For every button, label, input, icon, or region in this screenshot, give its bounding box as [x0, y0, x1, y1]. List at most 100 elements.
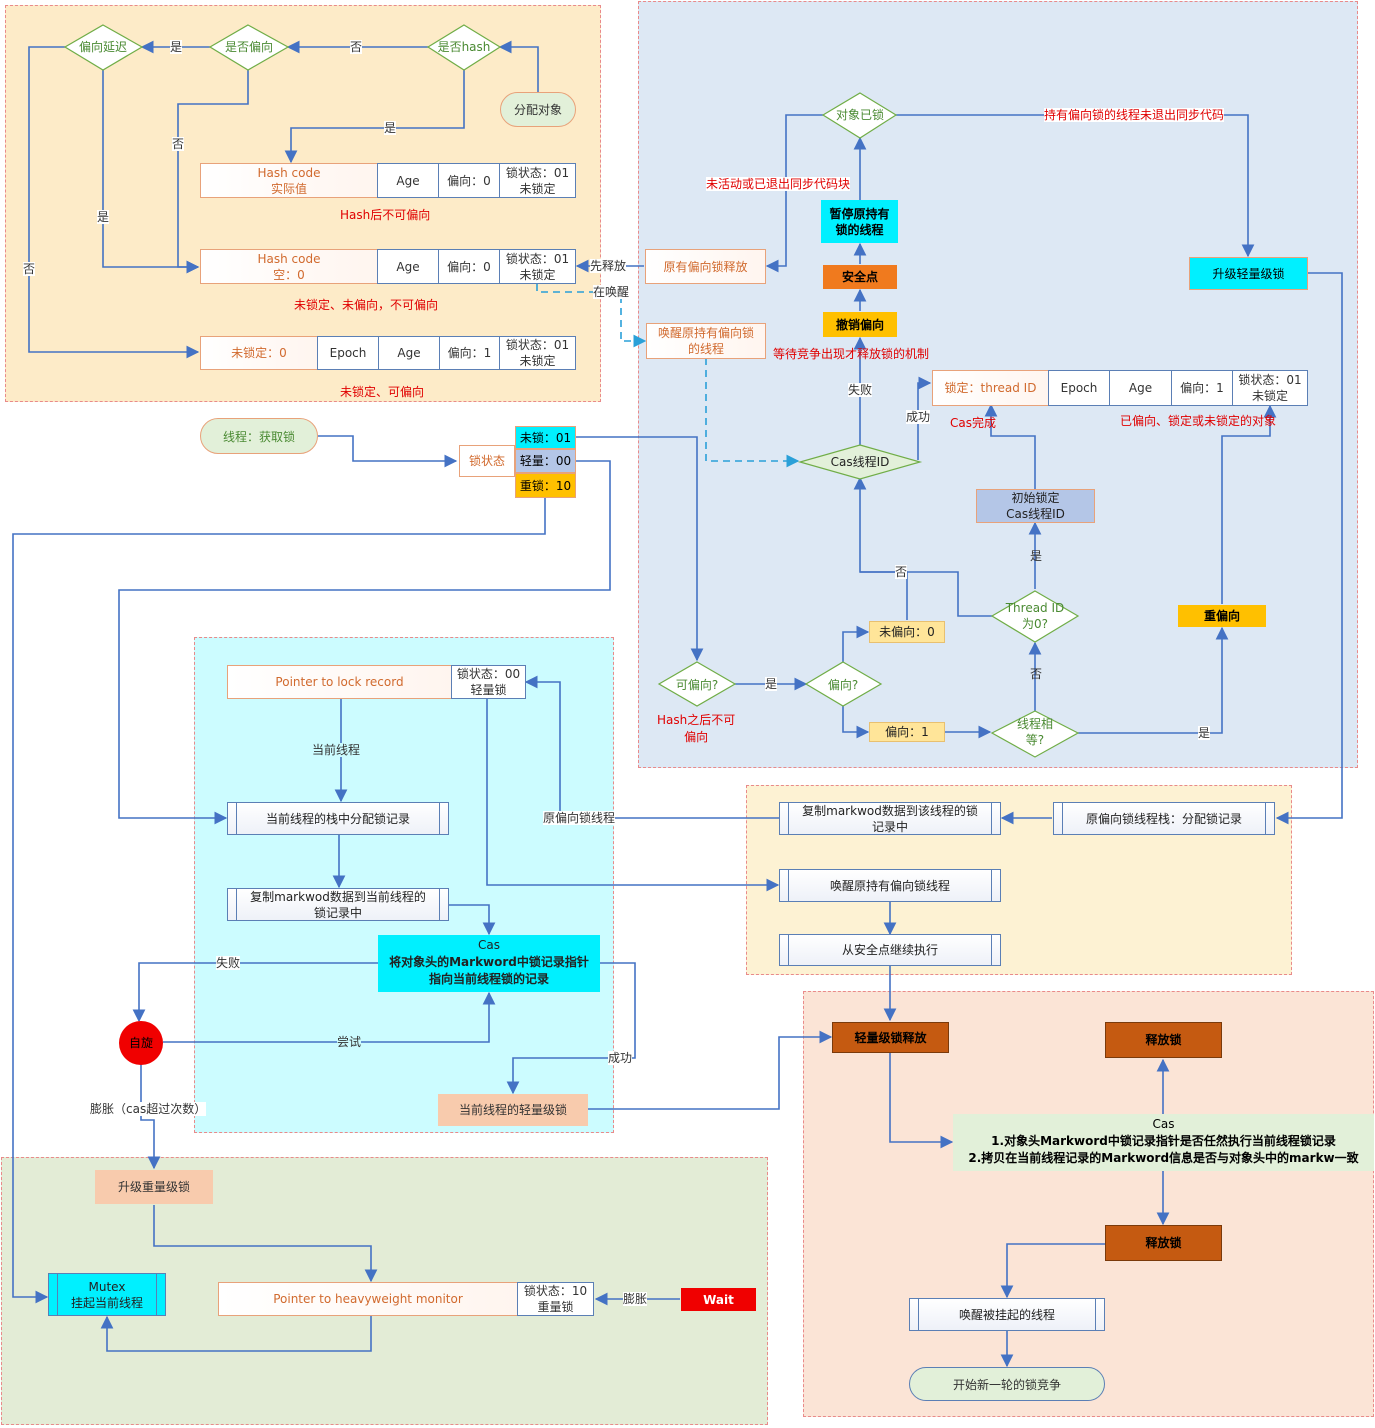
current-lightweight-lock: 当前线程的轻量级锁 — [438, 1094, 588, 1126]
edge-label-inactive: 未活动或已退出同步代码块 — [706, 177, 851, 191]
edge-label-inflate: 膨胀（cas超过次数） — [90, 1102, 207, 1116]
decision-is-biased-label: 是否偏向 — [224, 40, 273, 54]
pause-holder-thread: 暂停原持有 锁的线程 — [821, 200, 898, 243]
note-cas-complete: Cas完成 — [950, 416, 996, 430]
edge-label-yes: 是 — [384, 121, 397, 135]
wait-box: Wait — [681, 1288, 756, 1311]
markword-row-hashed: Hash code 实际值 Age 偏向：0 锁状态：01 未锁定 — [200, 163, 576, 198]
edge-label-yes: 是 — [97, 210, 110, 224]
alloc-lock-record-step: 当前线程的栈中分配锁记录 — [227, 802, 449, 835]
wake-holder-thread-box: 唤醒原持有偏向锁 的线程 — [646, 323, 766, 359]
upgrade-lightweight-box: 升级轻量级锁 — [1189, 257, 1308, 290]
edge-label-fail: 失败 — [216, 956, 241, 970]
decision-biased-label: 偏向? — [827, 678, 859, 692]
biased-cell: 偏向：0 — [438, 249, 500, 284]
note-unlocked-unbiased: 未锁定、未偏向，不可偏向 — [294, 298, 439, 312]
decision-biasable — [657, 661, 737, 707]
biased-cell: 偏向：1 — [1171, 370, 1233, 406]
lock-state-cell: 锁状态：01 未锁定 — [1232, 370, 1308, 406]
lock-state-light: 轻量：00 — [515, 449, 576, 473]
initial-lock-cas-box: 初始锁定 Cas线程ID — [976, 489, 1095, 523]
unbiased-zero-box: 未偏向：0 — [869, 621, 945, 643]
decision-object-locked-label: 对象已锁 — [835, 108, 884, 122]
decision-thread-id-zero-label: Thread ID 为0? — [1005, 601, 1065, 631]
release-lock-box: 释放锁 — [1105, 1022, 1222, 1058]
epoch-cell: Epoch — [1048, 370, 1110, 406]
age-cell: Age — [377, 249, 439, 284]
edge-label-no: 否 — [23, 262, 36, 276]
pointer-monitor-cell: Pointer to heavyweight monitor — [218, 1282, 518, 1316]
lock-state-cell: 锁状态：01 未锁定 — [499, 336, 576, 370]
edge-label-holder-not-exit: 持有偏向锁的线程未退出同步代码 — [1044, 108, 1225, 122]
pointer-lock-record-cell: Pointer to lock record — [227, 665, 452, 699]
lock-state-unlocked: 未锁：01 — [515, 426, 576, 449]
markword-row-biasable: 未锁定：0 Epoch Age 偏向：1 锁状态：01 未锁定 — [200, 336, 576, 370]
edge-label-yes: 是 — [1030, 549, 1043, 563]
edge-label-yes: 是 — [170, 40, 183, 54]
cas-markword-box: Cas 将对象头的Markword中锁记录指针 指向当前线程锁的记录 — [378, 935, 600, 992]
markword-row-locked: 锁定：thread ID Epoch Age 偏向：1 锁状态：01 未锁定 — [932, 370, 1308, 406]
mutex-suspend-box: Mutex 挂起当前线程 — [48, 1273, 166, 1316]
revoke-bias-box: 撤销偏向 — [823, 312, 897, 337]
unlocked-cell: 未锁定：0 — [200, 336, 318, 370]
note-hash-no-bias: Hash之后不可 偏向 — [657, 713, 736, 744]
cas-title: Cas — [478, 938, 500, 952]
wake-orig-thread-step: 唤醒原持有偏向锁线程 — [779, 869, 1001, 902]
biased-one-box: 偏向：1 — [869, 722, 945, 742]
cas-release-line2: 2.拷贝在当前线程记录的Markword信息是否与对象头中的markw一致 — [968, 1151, 1359, 1165]
region-biased-alloc — [5, 5, 601, 402]
orig-bias-release-box: 原有偏向锁释放 — [645, 249, 766, 284]
edge-label-inflate: 膨胀 — [623, 1292, 648, 1306]
edge-label-current-thread: 当前线程 — [312, 743, 361, 757]
edge-label-success: 成功 — [608, 1051, 633, 1065]
rebias-box: 重偏向 — [1178, 605, 1266, 627]
decision-bias-delay-label: 偏向延迟 — [78, 40, 127, 54]
upgrade-heavyweight-box: 升级重量级锁 — [95, 1170, 213, 1204]
lock-state-cell: 锁状态：10 重量锁 — [517, 1282, 594, 1316]
edge-label-orig-thread: 原偏向锁线程 — [543, 811, 616, 825]
markword-row-heavyweight: Pointer to heavyweight monitor 锁状态：10 重量… — [218, 1282, 594, 1316]
alloc-orig-record-step: 原偏向锁线程栈：分配锁记录 — [1053, 802, 1275, 835]
cas-release-check-box: Cas 1.对象头Markword中锁记录指针是否任然执行当前线程锁记录 2.拷… — [953, 1114, 1374, 1171]
edge-label-fail: 失败 — [848, 383, 873, 397]
decision-thread-equal-label: 线程相 等? — [1016, 717, 1053, 747]
biased-cell: 偏向：1 — [439, 336, 500, 370]
edge-label-no: 否 — [1030, 667, 1043, 681]
markword-row-unbiased: Hash code 空：0 Age 偏向：0 锁状态：01 未锁定 — [200, 249, 576, 284]
hash-code-cell: Hash code 实际值 — [200, 163, 378, 198]
edge-label-yes: 是 — [765, 677, 778, 691]
copy-markword-orig-step: 复制markwod数据到该线程的锁 记录中 — [779, 802, 1001, 835]
cas-body: 将对象头的Markword中锁记录指针 指向当前线程锁的记录 — [389, 955, 589, 986]
decision-is-hash — [426, 24, 502, 71]
edge-label-release-first: 先释放 — [590, 259, 627, 273]
spin-node: 自旋 — [119, 1021, 163, 1065]
edge-label-then-wake: 在唤醒 — [593, 285, 630, 299]
locked-thread-id-cell: 锁定：thread ID — [932, 370, 1049, 406]
edge-label-success: 成功 — [906, 410, 931, 424]
cas-release-line1: 1.对象头Markword中锁记录指针是否任然执行当前线程锁记录 — [991, 1134, 1336, 1148]
decision-thread-equal — [990, 710, 1080, 758]
decision-bias-delay — [63, 24, 144, 71]
edge-label-no: 否 — [895, 565, 908, 579]
decision-object-locked — [821, 92, 898, 139]
lightweight-release-box: 轻量级锁释放 — [832, 1022, 949, 1053]
decision-biasable-label: 可偏向? — [675, 678, 719, 692]
lock-state-cell: 锁状态：00 轻量锁 — [451, 665, 526, 699]
decision-biased — [804, 661, 883, 707]
lock-state-heavy: 重锁：10 — [515, 473, 576, 498]
markword-row-lightweight: Pointer to lock record 锁状态：00 轻量锁 — [227, 665, 526, 699]
edge-label-yes: 是 — [1198, 726, 1211, 740]
decision-is-hash-label: 是否hash — [437, 40, 491, 54]
decision-is-biased — [208, 24, 290, 71]
cas-thread-id-label: Cas线程ID — [830, 455, 890, 469]
age-cell: Age — [378, 336, 440, 370]
region-light-release — [803, 991, 1374, 1417]
note-wait-competition: 等待竞争出现才释放锁的机制 — [773, 347, 930, 361]
lock-state-cell: 锁状态：01 未锁定 — [499, 163, 576, 198]
edge-label-try: 尝试 — [337, 1035, 362, 1049]
hash-code-cell: Hash code 空：0 — [200, 249, 378, 284]
lock-state-cell: 锁状态：01 未锁定 — [499, 249, 576, 284]
decision-thread-id-zero — [990, 590, 1080, 643]
cas-release-title: Cas — [1152, 1117, 1175, 1131]
